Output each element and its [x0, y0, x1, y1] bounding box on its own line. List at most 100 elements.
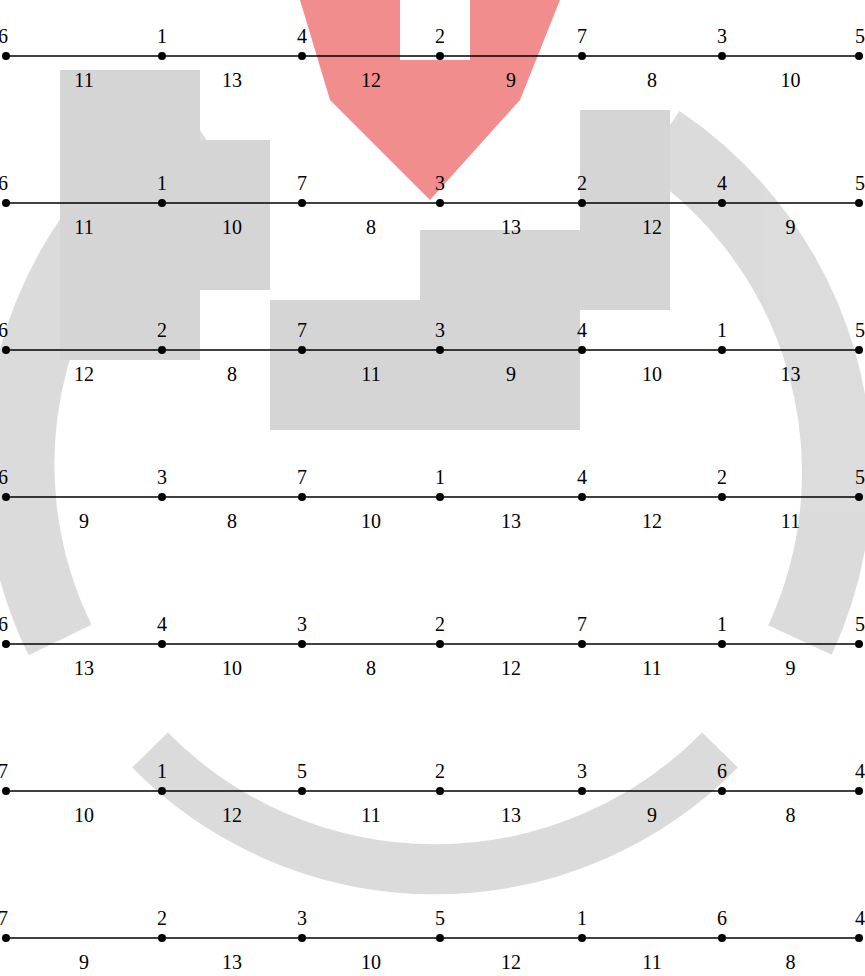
- edge-weight: 10: [222, 658, 242, 678]
- vertex-dot: 1: [436, 493, 444, 501]
- edge-weight: 9: [506, 364, 516, 384]
- vertex-label: 1: [717, 320, 727, 340]
- edge-line: [586, 643, 718, 645]
- vertex-label: 7: [0, 761, 8, 781]
- vertex-label: 1: [577, 908, 587, 928]
- vertex-label: 3: [157, 467, 167, 487]
- vertex-label: 4: [157, 614, 167, 634]
- edge-line: [166, 496, 298, 498]
- edge-weight: 9: [79, 511, 89, 531]
- vertex-dot: 7: [2, 934, 10, 942]
- vertex-dot: 1: [158, 199, 166, 207]
- edge-weight: 11: [781, 511, 800, 531]
- vertex-dot: 7: [298, 199, 306, 207]
- vertex-dot: 6: [2, 640, 10, 648]
- edge-line: [726, 643, 855, 645]
- edge-weight: 10: [781, 70, 801, 90]
- vertex-label: 6: [0, 467, 8, 487]
- vertex-dot: 2: [436, 52, 444, 60]
- vertex-dot: 2: [436, 640, 444, 648]
- vertex-dot: 4: [578, 493, 586, 501]
- edge-line: [10, 643, 158, 645]
- edge-weight: 9: [79, 952, 89, 972]
- vertex-label: 4: [577, 320, 587, 340]
- edge-line: [10, 790, 158, 792]
- edge-line: [586, 790, 718, 792]
- vertex-dot: 3: [298, 934, 306, 942]
- vertex-label: 1: [157, 173, 167, 193]
- edge-line: [586, 937, 718, 939]
- vertex-dot: 3: [718, 52, 726, 60]
- vertex-label: 2: [435, 614, 445, 634]
- vertex-dot: 2: [718, 493, 726, 501]
- edge-line: [586, 496, 718, 498]
- vertex-label: 6: [717, 761, 727, 781]
- vertex-label: 1: [435, 467, 445, 487]
- edge-line: [726, 55, 855, 57]
- edge-line: [10, 937, 158, 939]
- vertex-dot: 6: [2, 52, 10, 60]
- vertex-dot: 7: [578, 640, 586, 648]
- edge-line: [586, 55, 718, 57]
- vertex-label: 6: [0, 614, 8, 634]
- vertex-dot: 4: [855, 934, 863, 942]
- vertex-label: 4: [855, 908, 865, 928]
- edge-line: [306, 496, 436, 498]
- vertex-dot: 1: [158, 787, 166, 795]
- edge-line: [166, 790, 298, 792]
- vertex-dot: 2: [436, 787, 444, 795]
- edge-line: [444, 202, 578, 204]
- vertex-dot: 1: [158, 52, 166, 60]
- edge-weight: 10: [74, 805, 94, 825]
- vertex-dot: 1: [718, 346, 726, 354]
- vertex-dot: 5: [436, 934, 444, 942]
- edge-weight: 13: [781, 364, 801, 384]
- edge-weight: 11: [361, 805, 380, 825]
- edge-weight: 11: [361, 364, 380, 384]
- vertex-dot: 4: [578, 346, 586, 354]
- edge-weight: 13: [222, 952, 242, 972]
- edge-line: [444, 937, 578, 939]
- vertex-dot: 6: [718, 787, 726, 795]
- vertex-label: 5: [855, 26, 865, 46]
- vertex-label: 5: [855, 467, 865, 487]
- vertex-dot: 7: [2, 787, 10, 795]
- edge-weight: 9: [786, 217, 796, 237]
- vertex-label: 5: [855, 614, 865, 634]
- edge-line: [726, 937, 855, 939]
- edge-weight: 13: [501, 511, 521, 531]
- edge-weight: 11: [642, 952, 661, 972]
- vertex-label: 4: [297, 26, 307, 46]
- edge-weight: 12: [501, 952, 521, 972]
- vertex-dot: 6: [2, 346, 10, 354]
- vertex-label: 4: [577, 467, 587, 487]
- vertex-dot: 7: [578, 52, 586, 60]
- vertex-dot: 6: [2, 493, 10, 501]
- vertex-dot: 5: [855, 199, 863, 207]
- edge-line: [726, 349, 855, 351]
- edge-line: [10, 202, 158, 204]
- vertex-dot: 4: [158, 640, 166, 648]
- vertex-label: 7: [0, 908, 8, 928]
- vertex-label: 6: [0, 173, 8, 193]
- edge-line: [444, 349, 578, 351]
- vertex-dot: 7: [298, 346, 306, 354]
- edge-line: [586, 349, 718, 351]
- edge-weight: 12: [501, 658, 521, 678]
- vertex-label: 7: [577, 26, 587, 46]
- edge-weight: 12: [222, 805, 242, 825]
- edge-weight: 8: [366, 217, 376, 237]
- vertex-label: 4: [855, 761, 865, 781]
- edge-line: [166, 349, 298, 351]
- edge-line: [306, 643, 436, 645]
- edge-weight: 10: [361, 511, 381, 531]
- edge-weight: 8: [227, 511, 237, 531]
- edge-line: [726, 496, 855, 498]
- vertex-dot: 5: [855, 346, 863, 354]
- edge-weight: 10: [361, 952, 381, 972]
- vertex-label: 7: [577, 614, 587, 634]
- edge-weight: 10: [222, 217, 242, 237]
- vertex-dot: 1: [718, 640, 726, 648]
